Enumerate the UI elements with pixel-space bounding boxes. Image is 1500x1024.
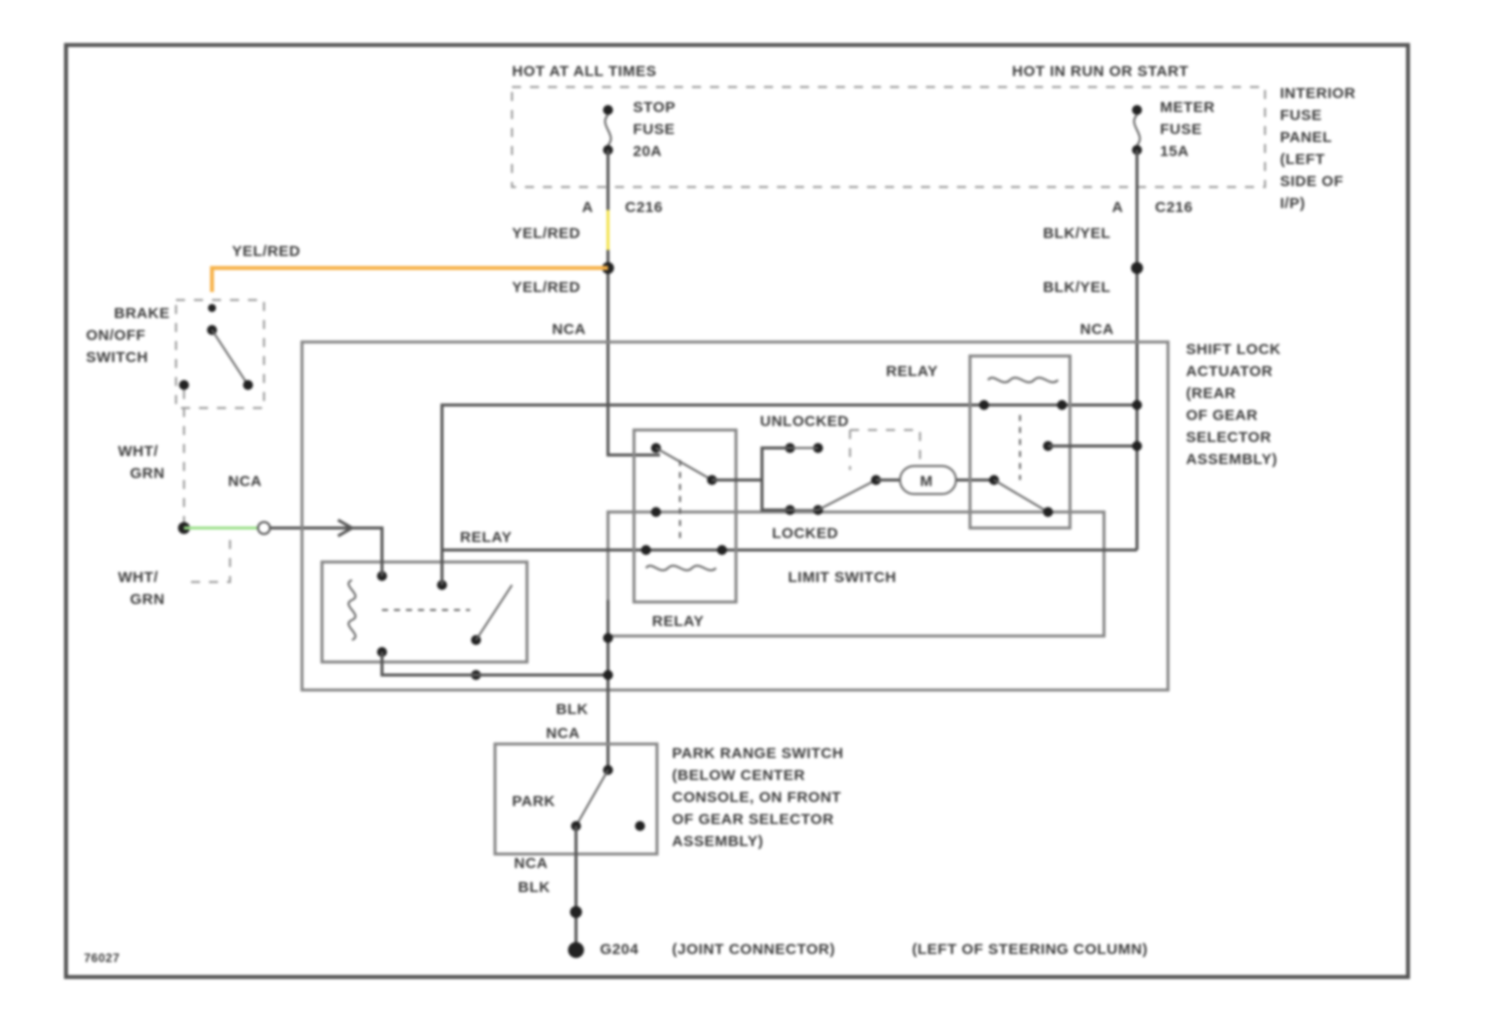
sla-label-4: OF GEAR (1186, 407, 1258, 424)
meter-fuse-label-2: FUSE (1160, 121, 1202, 138)
lock-switch (785, 443, 881, 515)
ground-location-label: (LEFT OF STEERING COLUMN) (912, 941, 1148, 958)
junction-g1 (603, 633, 613, 643)
ground-connector-label: G204 (600, 941, 639, 958)
meter-fuse-label-1: METER (1160, 99, 1215, 116)
wire-lock-dash (850, 430, 920, 470)
nca-label-bottom-1: NCA (546, 725, 580, 742)
relay-1 (349, 571, 512, 680)
nca-label-left-mid: NCA (228, 473, 262, 490)
park-label: PARK (512, 793, 555, 810)
hot-in-run-or-start-label: HOT IN RUN OR START (1012, 63, 1189, 80)
hot-at-all-times-label: HOT AT ALL TIMES (512, 63, 657, 80)
sla-label-1: SHIFT LOCK (1186, 341, 1281, 358)
brake-switch-box (176, 300, 264, 408)
junction-g3 (570, 906, 582, 918)
nca-label-right-top: NCA (1080, 321, 1114, 338)
ground-g204 (568, 942, 584, 958)
connector-arrow (264, 520, 352, 536)
nca-label-bottom-2: NCA (514, 855, 548, 872)
meter-fuse (1132, 105, 1142, 155)
wire-label-wht-grn-1a: WHT/ (118, 443, 159, 460)
wire-stop-fuse-down (608, 150, 660, 455)
sla-label-3: (REAR (1186, 385, 1236, 402)
stop-fuse (603, 105, 613, 155)
connector-a-right: A (1112, 199, 1123, 216)
sla-label-2: ACTUATOR (1186, 363, 1273, 380)
ifp-label-2: FUSE (1280, 107, 1322, 124)
wire-relay1-in (350, 528, 382, 576)
connector-circle (258, 522, 270, 534)
park-range-switch (571, 765, 645, 831)
ifp-label-5: SIDE OF (1280, 173, 1344, 190)
wire-label-yel-red-1: YEL/RED (512, 225, 581, 242)
sla-label-5: SELECTOR (1186, 429, 1271, 446)
ifp-label-3: PANEL (1280, 129, 1332, 146)
stop-fuse-label-3: 20A (633, 143, 662, 160)
wire-label-blk-2: BLK (518, 879, 550, 896)
connector-c216-left: C216 (625, 199, 663, 216)
unlocked-label: UNLOCKED (760, 413, 849, 430)
junction-g2 (603, 670, 613, 680)
prs-label-1: PARK RANGE SWITCH (672, 745, 844, 762)
connector-a-left: A (582, 199, 593, 216)
figure-id: 76027 (84, 951, 120, 965)
wire-label-blk-1: BLK (556, 701, 588, 718)
stop-fuse-label-2: FUSE (633, 121, 675, 138)
prs-label-2: (BELOW CENTER (672, 767, 805, 784)
nca-label-left-top: NCA (552, 321, 586, 338)
locked-label: LOCKED (772, 525, 838, 542)
brake-switch-label-2: ON/OFF (86, 327, 146, 344)
ground-joint-label: (JOINT CONNECTOR) (672, 941, 835, 958)
meter-fuse-label-3: 15A (1160, 143, 1189, 160)
wire-label-yel-red-2: YEL/RED (232, 243, 301, 260)
prs-label-3: CONSOLE, ON FRONT (672, 789, 841, 806)
ifp-label-6: I/P) (1280, 195, 1305, 212)
brake-switch-label-1: BRAKE (114, 305, 170, 322)
wire-label-blk-yel-2: BLK/YEL (1043, 279, 1111, 296)
wire-label-blk-yel-1: BLK/YEL (1043, 225, 1111, 242)
stop-fuse-label-1: STOP (633, 99, 676, 116)
wire-relay2-lock (712, 448, 790, 510)
wire-label-wht-grn-2b: GRN (130, 591, 165, 608)
limit-switch-label: LIMIT SWITCH (788, 569, 896, 586)
relay-2-label: RELAY (652, 613, 704, 630)
motor-label: M (920, 473, 933, 490)
wire-label-yel-red-3: YEL/RED (512, 279, 581, 296)
brake-switch (179, 304, 253, 390)
ifp-label-4: (LEFT (1280, 151, 1325, 168)
sla-label-6: ASSEMBLY) (1186, 451, 1277, 468)
relay-3-label: RELAY (886, 363, 938, 380)
connector-c216-right: C216 (1155, 199, 1193, 216)
junction-r1 (1132, 400, 1142, 410)
relay-1-label: RELAY (460, 529, 512, 546)
junction-r2 (1132, 441, 1142, 451)
prs-label-4: OF GEAR SELECTOR (672, 811, 834, 828)
wire-label-wht-grn-1b: GRN (130, 465, 165, 482)
wire-label-wht-grn-2a: WHT/ (118, 569, 159, 586)
wire-relay1-top (442, 405, 1137, 585)
prs-label-5: ASSEMBLY) (672, 833, 763, 850)
interior-fuse-panel-box (512, 87, 1265, 187)
ifp-label-1: INTERIOR (1280, 85, 1356, 102)
brake-switch-label-3: SWITCH (86, 349, 148, 366)
wire-wht-grn-down (184, 540, 230, 582)
splice-right (1131, 262, 1143, 274)
